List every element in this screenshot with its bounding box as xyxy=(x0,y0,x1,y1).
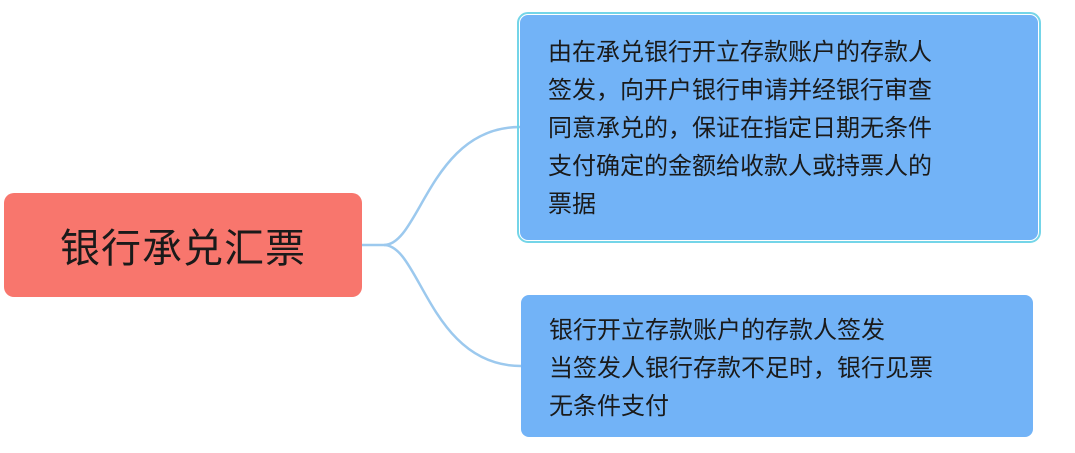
features-line: 无条件支付 xyxy=(549,392,669,420)
root-topic-label: 银行承兑汇票 xyxy=(60,226,306,272)
connector-to-definition xyxy=(383,125,521,247)
definition-line: 票据 xyxy=(548,190,596,218)
definition-line: 签发，向开户银行申请并经银行审查 xyxy=(548,76,932,104)
features-node[interactable]: 银行开立存款账户的存款人签发 当签发人银行存款不足时，银行见票 无条件支付 xyxy=(521,295,1033,437)
definition-line: 同意承兑的，保证在指定日期无条件 xyxy=(548,114,932,142)
definition-line: 由在承兑银行开立存款账户的存款人 xyxy=(548,38,932,66)
root-topic-node[interactable]: 银行承兑汇票 xyxy=(4,193,362,297)
features-line: 银行开立存款账户的存款人签发 xyxy=(549,316,885,344)
features-line: 当签发人银行存款不足时，银行见票 xyxy=(549,354,933,382)
connector-to-features xyxy=(383,243,522,368)
definition-node[interactable]: 由在承兑银行开立存款账户的存款人 签发，向开户银行申请并经银行审查 同意承兑的，… xyxy=(517,12,1041,243)
definition-line: 支付确定的金额给收款人或持票人的 xyxy=(548,152,932,180)
